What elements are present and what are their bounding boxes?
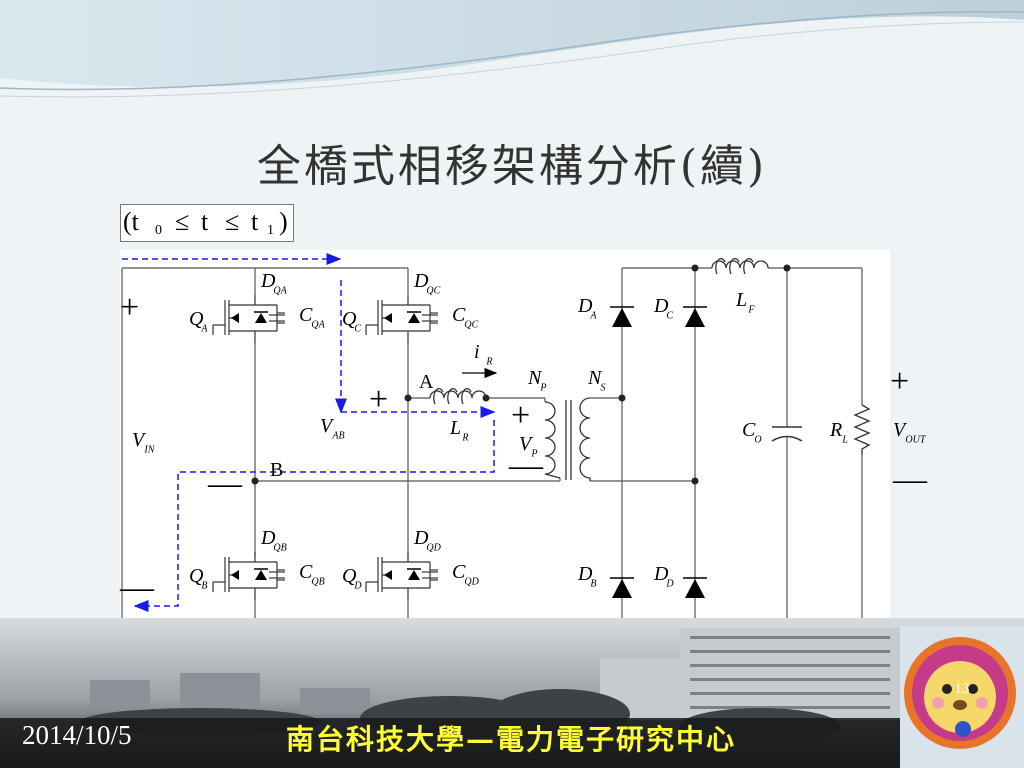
snubber-cap-label-a: C (299, 304, 313, 326)
ir-label: i (474, 341, 480, 363)
switch-label-a-subscript: A (200, 323, 208, 334)
body-diode-label-c: D (413, 270, 429, 292)
vp-plus: + (511, 397, 530, 434)
ns-label-subscript: S (600, 382, 605, 393)
vout-plus: + (890, 363, 909, 400)
header-wave-decoration (0, 0, 1024, 98)
vp-label: V (519, 433, 534, 455)
lf-label: L (735, 289, 747, 311)
vout-minus: — (892, 461, 928, 498)
snubber-cap-label-d-subscript: QD (464, 576, 479, 587)
page-number: 13 (954, 681, 970, 697)
rl-label: R (829, 419, 842, 441)
lr-label: L (449, 417, 461, 439)
load-resistor (853, 404, 871, 455)
switch-label-d: Q (342, 565, 357, 587)
snubber-cap-label-b-subscript: QB (311, 576, 324, 587)
mosfet-switch-a (212, 295, 285, 343)
switch-label-b-subscript: B (201, 580, 207, 591)
time-le2: ≤ (225, 207, 240, 236)
time-close: ) (279, 207, 288, 236)
vin-plus: + (120, 289, 139, 326)
switch-label-b: Q (189, 565, 204, 587)
vin-label-subscript: IN (143, 444, 155, 455)
footer-campus-photo (0, 618, 1024, 768)
rectifier-diode-label-2: D (577, 563, 593, 585)
vab-label-subscript: AB (331, 430, 344, 441)
vin-label: V (132, 429, 147, 451)
switch-label-c-subscript: C (354, 323, 361, 334)
body-diode-label-b-subscript: QB (273, 542, 286, 553)
slide-date: 2014/10/5 (22, 720, 132, 750)
lf-label-subscript: F (747, 304, 755, 315)
slide-title: 全橋式相移架構分析(續) (256, 141, 768, 192)
time-condition-box: (t 0 ≤ t ≤ t 1 ) (120, 204, 294, 242)
vout-label-subscript: OUT (905, 434, 926, 445)
rectifier-diode-label-3: D (653, 563, 669, 585)
ns-label: N (587, 367, 603, 389)
time-sub0: 0 (155, 223, 162, 238)
snubber-cap-label-c: C (452, 304, 466, 326)
vp-minus: — (508, 447, 544, 484)
snubber-cap-label-c-subscript: QC (464, 319, 478, 330)
vab-plus: + (369, 381, 388, 418)
time-le1: ≤ (175, 207, 190, 236)
vp-label-subscript: P (530, 448, 537, 459)
body-diode-label-c-subscript: QC (426, 285, 440, 296)
transformer (544, 397, 591, 481)
lr-label-subscript: R (461, 432, 468, 443)
snubber-cap-label-b: C (299, 561, 313, 583)
resonant-inductor (429, 388, 487, 405)
rectifier-diode-label-2-subscript: B (590, 578, 596, 589)
time-open: (t (123, 207, 139, 236)
body-diode-label-d-subscript: QD (426, 542, 441, 553)
switch-label-c: Q (342, 308, 357, 330)
ir-label-subscript: R (485, 356, 492, 367)
co-label-subscript: O (754, 434, 761, 445)
vab-minus: — (207, 465, 243, 502)
switch-label-d-subscript: D (353, 580, 362, 591)
co-label: C (742, 419, 756, 441)
output-inductor (711, 258, 769, 275)
rectifier-diode-label-3-subscript: D (665, 578, 674, 589)
slide-organization: 南台科技大學—電力電子研究中心 (286, 723, 737, 756)
rectifier-diode-label-1: D (653, 295, 669, 317)
body-diode-label-a: D (260, 270, 276, 292)
snubber-cap-label-a-subscript: QA (311, 319, 325, 330)
np-label: N (527, 367, 543, 389)
body-diode-label-d: D (413, 527, 429, 549)
time-sub1: 1 (267, 223, 274, 238)
full-bridge-circuit-diagram: QADQACQAQCDQCCQCQBDQBCQBQDDQDCQDDADCDBDD… (119, 250, 928, 620)
rectifier-diode-label-0: D (577, 295, 593, 317)
switch-label-a: Q (189, 308, 204, 330)
rectifier-diode-label-1-subscript: C (666, 310, 673, 321)
node-a-label: A (419, 371, 434, 393)
circuit-panel (120, 250, 890, 620)
vout-label: V (893, 419, 908, 441)
rl-label-subscript: L (841, 434, 848, 445)
node-b-label: B (270, 459, 283, 481)
rectifier-diode-label-0-subscript: A (589, 310, 597, 321)
body-diode-label-a-subscript: QA (273, 285, 287, 296)
time-t: t (201, 207, 209, 236)
rectifier-diodes (610, 306, 707, 598)
current-path (122, 253, 496, 612)
np-label-subscript: P (539, 382, 546, 393)
time-t2: t (251, 207, 259, 236)
snubber-cap-label-d: C (452, 561, 466, 583)
vin-minus: — (119, 569, 155, 606)
output-capacitor (771, 426, 803, 442)
vab-label: V (320, 415, 335, 437)
body-diode-label-b: D (260, 527, 276, 549)
